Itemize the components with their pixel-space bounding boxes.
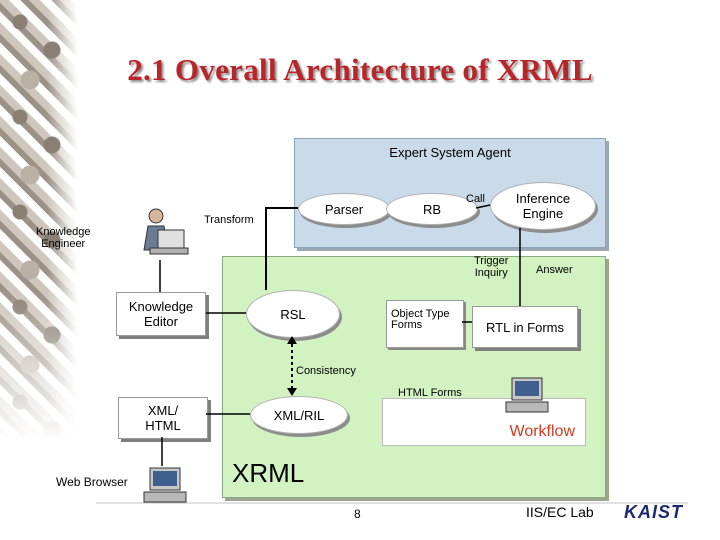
transform-label: Transform — [204, 214, 254, 226]
workflow-box: Workflow — [382, 398, 586, 446]
workflow-computer-icon — [505, 377, 549, 413]
rtl-in-forms-box: RTL in Forms — [472, 306, 578, 348]
consistency-arrow-down — [287, 388, 297, 396]
decorative-side-fade — [0, 290, 78, 540]
knowledge-editor-box: Knowledge Editor — [116, 292, 206, 336]
rsl-oval: RSL — [246, 290, 340, 338]
answer-label: Answer — [536, 264, 573, 276]
call-connector — [475, 204, 491, 209]
knowledge-editor-label: Knowledge Editor — [128, 299, 194, 329]
workflow-label: Workflow — [509, 423, 576, 440]
web-browser-label: Web Browser — [56, 475, 128, 489]
expert-system-agent-label: Expert System Agent — [389, 145, 511, 160]
xml-html-label: XML/ HTML — [145, 403, 181, 433]
slide-title: 2.1 Overall Architecture of XRML — [127, 52, 593, 87]
xml-html-box: XML/ HTML — [118, 397, 208, 439]
call-label: Call — [466, 193, 485, 205]
xrml-label: XRML — [232, 458, 305, 488]
inference-engine-label: Inference Engine — [515, 191, 571, 221]
web-browser-computer-icon — [143, 467, 187, 503]
inference-engine-oval: Inference Engine — [490, 182, 596, 230]
trigger-inquiry-label: Trigger Inquiry — [474, 255, 509, 279]
knowledge-engineer-icon — [143, 208, 189, 255]
rtl-in-forms-label: RTL in Forms — [485, 319, 564, 335]
footer-lab-label: IIS/EC Lab — [526, 504, 594, 520]
xml-ril-label: XML/RIL — [273, 407, 325, 423]
page-number: 8 — [354, 507, 361, 521]
kaist-logo: KAIST — [624, 502, 683, 522]
knowledge-engineer-label: Knowledge Engineer — [36, 226, 91, 250]
object-type-forms-shape: Object Type Forms — [386, 300, 464, 348]
transform-connector — [265, 207, 298, 290]
parser-label: Parser — [324, 201, 364, 217]
object-type-forms-label: Object Type Forms — [391, 308, 450, 331]
rb-oval: RB — [386, 193, 478, 225]
consistency-label: Consistency — [296, 365, 356, 377]
consistency-arrow-up — [287, 336, 297, 344]
rsl-label: RSL — [280, 306, 306, 322]
html-forms-label: HTML Forms — [398, 387, 462, 399]
rb-label: RB — [422, 201, 442, 217]
xml-ril-oval: XML/RIL — [250, 396, 348, 434]
